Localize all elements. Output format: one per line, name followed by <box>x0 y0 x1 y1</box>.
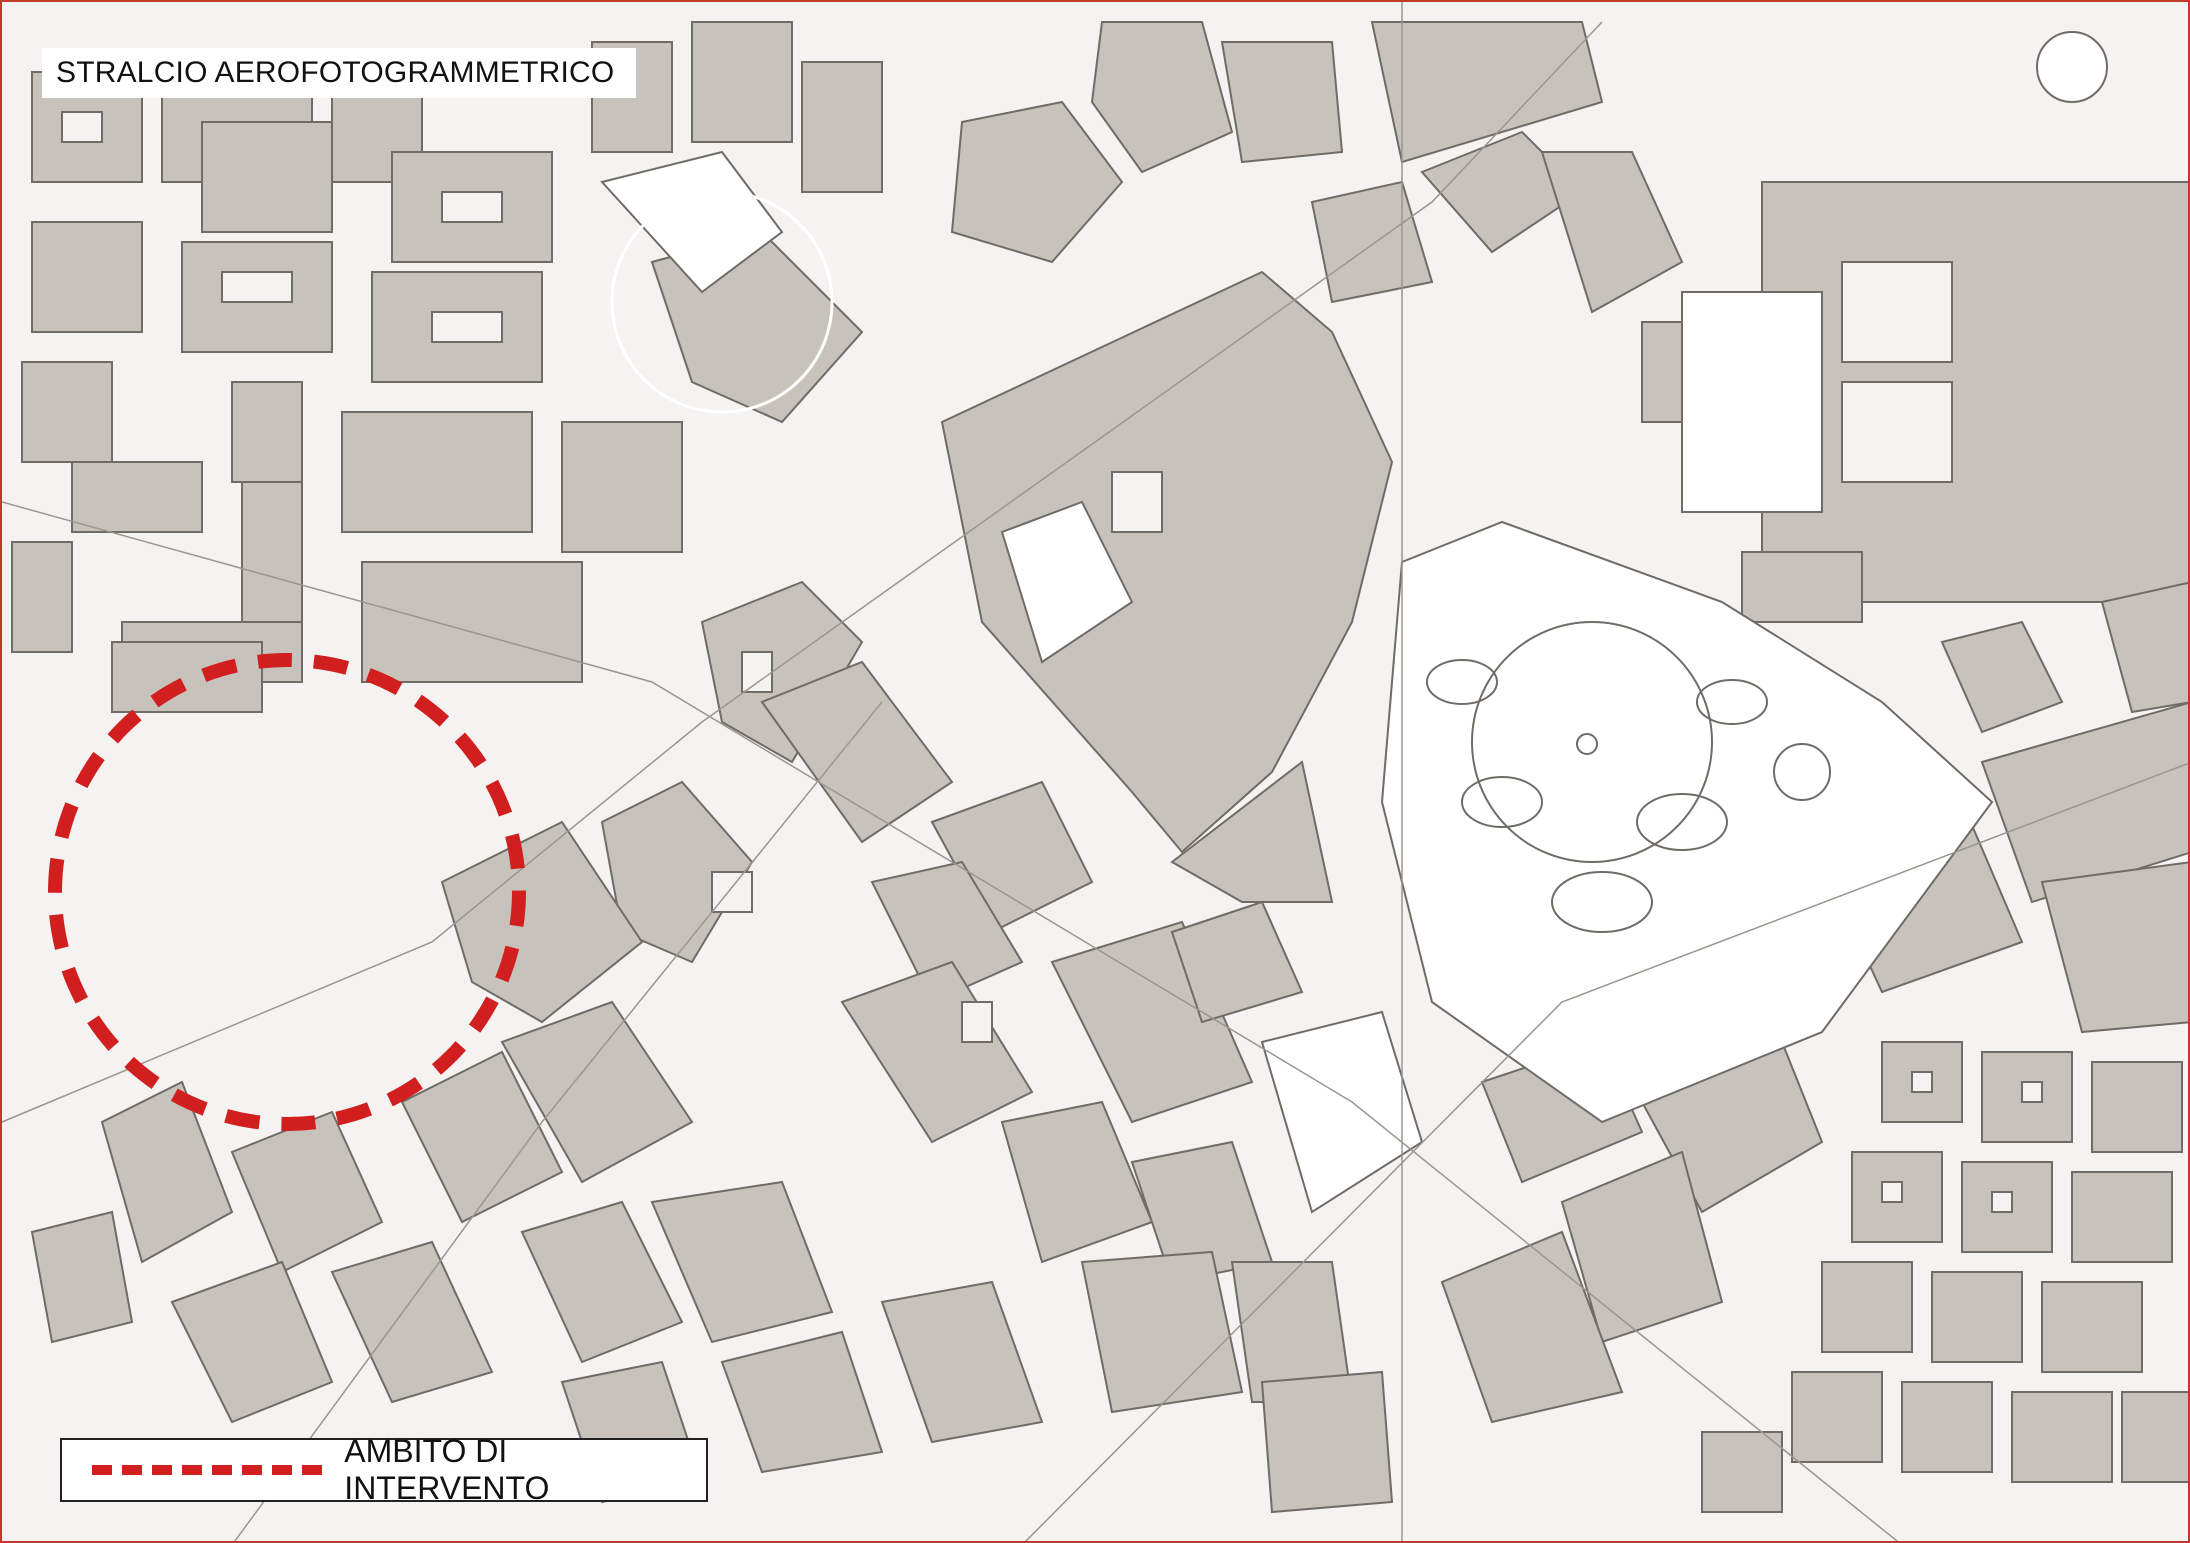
building-block <box>2091 1061 2183 1153</box>
building-block <box>691 21 793 143</box>
building-block <box>71 461 203 533</box>
building-block <box>1090 21 1234 174</box>
building-block <box>650 1180 834 1344</box>
building-block <box>2100 581 2188 714</box>
building-block <box>1440 1230 1624 1424</box>
building-block <box>1560 1150 1724 1344</box>
building-block <box>801 61 883 193</box>
building-block <box>2011 1391 2113 1483</box>
building-block <box>520 1200 684 1364</box>
building-block <box>201 121 333 233</box>
legend-label: AMBITO DI INTERVENTO <box>344 1433 550 1506</box>
building-block <box>1741 551 1863 623</box>
building-block <box>940 270 1394 854</box>
building-block <box>111 641 263 713</box>
building-block <box>760 660 954 844</box>
building-block <box>361 561 583 683</box>
building-block <box>720 1330 884 1474</box>
park <box>1380 520 1994 1124</box>
building-block <box>1170 760 1334 903</box>
building-block <box>400 1050 564 1224</box>
map-title: STRALCIO AEROFOTOGRAMMETRICO <box>42 48 637 98</box>
intervention-area-circle[interactable] <box>48 653 526 1131</box>
building-block <box>2071 1171 2173 1263</box>
building-block <box>1540 151 1684 314</box>
building-block <box>1821 1261 1913 1353</box>
building-block <box>840 960 1034 1144</box>
building-block <box>241 481 303 623</box>
building-block <box>2040 861 2188 1034</box>
building-block <box>561 421 683 553</box>
building-block <box>330 1240 494 1404</box>
building-block <box>1940 620 2064 734</box>
building-block <box>440 820 644 1024</box>
courtyards <box>61 111 2043 1213</box>
building-block <box>341 411 533 533</box>
building-block <box>1170 900 1304 1024</box>
legend-dashed-line-icon <box>92 1465 323 1475</box>
building-block <box>1901 1381 1993 1473</box>
faint-circle <box>610 190 834 414</box>
building-block <box>30 1210 134 1344</box>
building-block <box>11 541 73 653</box>
building-block <box>1701 1431 1783 1513</box>
building-block <box>1370 21 1604 164</box>
building-block <box>870 860 1024 1004</box>
building-block <box>21 361 113 463</box>
building-block <box>1931 1271 2023 1363</box>
building-block <box>1761 181 2188 603</box>
building-block <box>2041 1281 2143 1373</box>
building-block <box>1080 1250 1244 1414</box>
building-block <box>880 1280 1044 1444</box>
building-block <box>31 221 143 333</box>
city-blocks <box>11 21 2188 1514</box>
building-block <box>100 1080 234 1264</box>
building-block <box>500 1000 694 1184</box>
building-block <box>1260 1370 1394 1514</box>
building-block <box>1791 1371 1883 1463</box>
legend: AMBITO DI INTERVENTO <box>60 1433 708 1506</box>
building-block <box>2121 1391 2188 1483</box>
building-block <box>231 381 303 483</box>
building-block <box>1220 41 1344 164</box>
building-block <box>950 100 1124 264</box>
building-block <box>170 1260 334 1424</box>
open-spaces <box>600 31 2108 1214</box>
